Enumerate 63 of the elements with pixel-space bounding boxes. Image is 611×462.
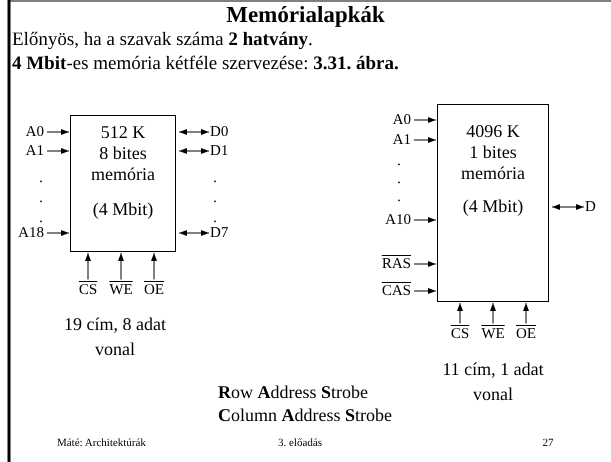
signal-name: A18: [18, 224, 44, 242]
ellipsis-dot: .: [397, 170, 401, 189]
chip-label: 4096 K: [466, 121, 520, 142]
acronym-definition: Row Address Strobe: [218, 381, 368, 404]
memory-chip-box: [437, 104, 549, 302]
arrow: [414, 288, 436, 294]
ellipsis-dot: .: [213, 189, 217, 208]
arrow: [414, 217, 436, 223]
arrow: [46, 148, 70, 154]
ellipsis-dot: .: [213, 169, 217, 188]
signal-name: CAS: [382, 282, 411, 300]
arrow: [552, 204, 584, 210]
arrow: [490, 302, 496, 324]
page-number: 27: [542, 436, 554, 451]
arrow: [46, 129, 70, 135]
signal-name: WE: [481, 326, 505, 342]
signal-name: RAS: [382, 256, 411, 272]
signal-name: A10: [385, 212, 411, 228]
chip-label: 512 K: [100, 122, 146, 143]
chip-label: (4 Mbit): [462, 196, 524, 217]
arrow: [414, 261, 436, 267]
footer-lecture: 3. előadás: [278, 436, 322, 451]
signal-name: OE: [144, 282, 164, 298]
signal-name: A1: [26, 142, 44, 160]
signal-name: WE: [109, 282, 133, 298]
signal-name: D0: [210, 124, 228, 140]
signal-name: D: [585, 198, 596, 216]
signal-name: CS: [450, 326, 470, 342]
acronym-definition: Column Address Strobe: [218, 404, 392, 427]
ellipsis-dot: .: [213, 209, 217, 227]
arrow: [457, 302, 463, 324]
intro-text: 4 Mbit-es memória kétféle szervezése: 3.31. ábra.: [12, 52, 399, 76]
arrow: [151, 252, 157, 280]
arrow: [118, 252, 124, 280]
ellipsis-dot: .: [397, 152, 401, 171]
signal-name: OE: [516, 326, 536, 342]
arrow: [523, 302, 529, 324]
signal-name: CS: [78, 282, 98, 298]
ellipsis-dot: .: [397, 188, 401, 207]
chip-label: 1 bites memória: [460, 142, 526, 184]
signal-name: A0: [392, 112, 411, 128]
slide-title: Memórialapkák: [225, 2, 386, 28]
arrow: [178, 148, 210, 154]
arrow: [178, 230, 210, 236]
chip-label: (4 Mbit): [92, 199, 154, 220]
arrow: [414, 137, 436, 143]
signal-name: D1: [210, 142, 228, 160]
chip-label: 8 bites memória: [90, 143, 156, 185]
memory-chip-box: [70, 115, 176, 252]
arrow: [178, 129, 210, 135]
ellipsis-dot: .: [39, 169, 43, 188]
footer-author: Máté: Architektúrák: [57, 436, 146, 451]
arrow: [85, 252, 91, 280]
ellipsis-dot: .: [39, 209, 43, 227]
ellipsis-dot: .: [39, 189, 43, 208]
caption: 19 cím, 8 adat vonal: [63, 313, 167, 361]
signal-name: A0: [26, 124, 44, 140]
intro-text: Előnyös, ha a szavak száma 2 hatvány.: [12, 28, 313, 52]
signal-name: A1: [392, 132, 411, 148]
signal-name: D7: [210, 224, 228, 242]
arrow: [414, 117, 436, 123]
caption: 11 cím, 1 adat vonal: [441, 358, 545, 406]
arrow: [46, 230, 70, 236]
